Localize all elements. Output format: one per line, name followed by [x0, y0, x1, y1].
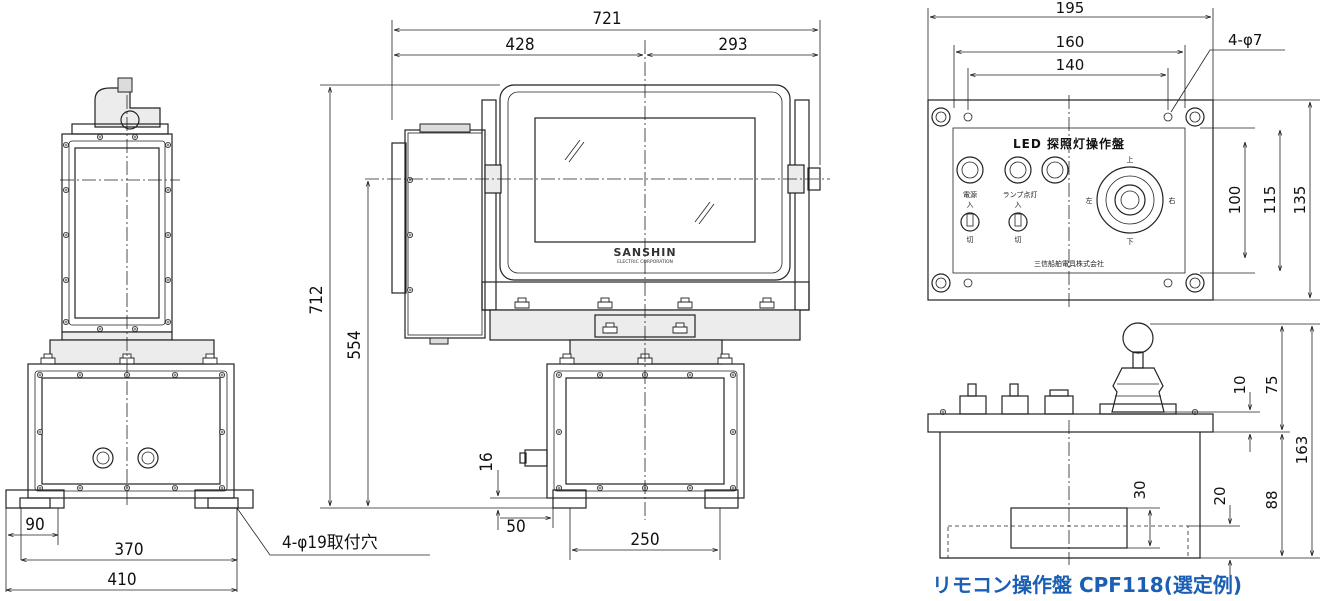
dim-195: 195 [1056, 0, 1085, 17]
mount-hole-label: 4-φ19取付穴 [282, 533, 378, 553]
power-on-label: 入 [967, 201, 974, 209]
joystick-left-label: 左 [1086, 196, 1093, 205]
panel-side-view: 10 75 163 88 30 20 [927, 322, 1320, 580]
dim-428: 428 [505, 35, 534, 55]
dim-293: 293 [718, 35, 747, 55]
joystick-right-label: 右 [1169, 196, 1176, 205]
dim-370: 370 [114, 540, 143, 560]
dim-16: 16 [477, 452, 497, 471]
joystick-up-label: 上 [1127, 155, 1134, 164]
side-view: 90 370 410 4-φ19取付穴 [5, 77, 430, 592]
power-off-label: 切 [967, 236, 974, 244]
lamp-on-label: 入 [1015, 201, 1022, 209]
lamp-label: ランプ点灯 [1003, 190, 1038, 199]
panel-plan-view: LED 探照灯操作盤 電源 ランプ点灯 入 入 切 切 上 下 左 右 三信船舶… [927, 0, 1320, 310]
dim-30: 30 [1131, 480, 1149, 499]
dim-250: 250 [630, 530, 659, 550]
dim-163: 163 [1293, 436, 1311, 465]
power-label: 電源 [963, 190, 977, 199]
dim-88: 88 [1263, 490, 1281, 509]
dim-721: 721 [592, 9, 621, 29]
dim-75: 75 [1263, 375, 1281, 394]
dim-140: 140 [1056, 56, 1085, 74]
dim-100: 100 [1226, 186, 1244, 215]
dim-115: 115 [1261, 186, 1279, 215]
brand-logo: SANSHIN [613, 246, 676, 259]
panel-caption: リモコン操作盤 CPF118(選定例) [932, 573, 1242, 597]
dim-554: 554 [345, 330, 365, 359]
dim-410: 410 [107, 570, 136, 590]
dim-712: 712 [307, 285, 327, 314]
dim-50: 50 [506, 517, 525, 537]
panel-title: LED 探照灯操作盤 [1013, 136, 1125, 151]
dim-10: 10 [1231, 375, 1249, 394]
hole-callout: 4-φ7 [1228, 31, 1262, 49]
maker-label: 三信船舶電具株式会社 [1034, 259, 1104, 268]
dim-160: 160 [1056, 33, 1085, 51]
lamp-off-label: 切 [1015, 236, 1022, 244]
dim-20: 20 [1211, 486, 1229, 505]
dim-135: 135 [1291, 186, 1309, 215]
joystick-down-label: 下 [1127, 238, 1134, 246]
dim-90: 90 [25, 515, 44, 535]
front-view: SANSHIN ELECTRIC CORPORATION [307, 9, 830, 560]
